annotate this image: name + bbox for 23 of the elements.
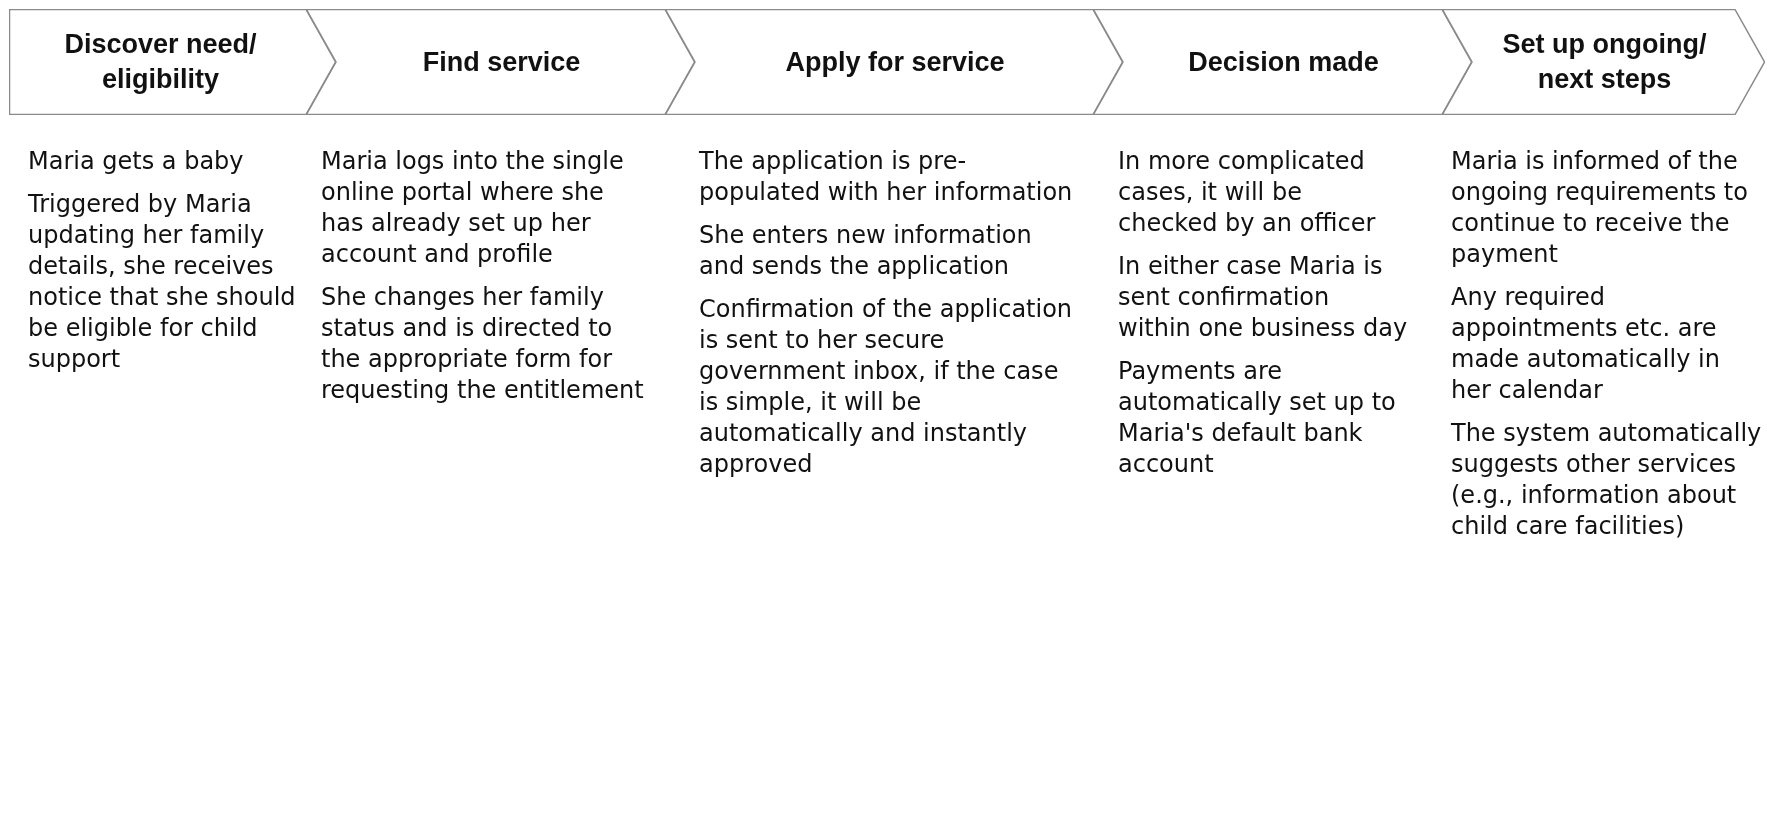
step-description: The system automatically suggests other services (e.g., information about child care facilities): [1451, 418, 1763, 542]
step-description: Any required appointments etc. are made automatically in her calendar: [1451, 282, 1721, 406]
chevron-step: [9, 9, 336, 115]
step-description: Payments are automatically set up to Maria's default bank account: [1118, 356, 1397, 480]
step-description: Triggered by Maria updating her family details, she receives notice that she should be eligible for child support: [28, 189, 297, 375]
chevron-step: [1093, 9, 1472, 115]
step-heading: Apply for service: [785, 45, 1005, 79]
step-description: In more complicated cases, it will be checked by an officer: [1118, 146, 1377, 239]
chevron-step: [306, 9, 695, 115]
step-description: Maria gets a baby: [28, 146, 245, 177]
chevron-step: [665, 9, 1123, 115]
step-heading: Discover need/ eligibility: [63, 28, 258, 96]
step-heading: Set up ongoing/ next steps: [1501, 28, 1708, 96]
step-description: She changes her family status and is directed to the appropriate form for requesting the entitlement: [321, 282, 645, 406]
step-description: In either case Maria is sent confirmation within one business day: [1118, 251, 1408, 344]
chevron-step: [1442, 9, 1765, 115]
step-description: She enters new information and sends the application: [699, 220, 1033, 282]
step-description: Maria is informed of the ongoing requirements to continue to receive the payment: [1451, 146, 1749, 270]
step-description: Confirmation of the application is sent to her secure government inbox, if the case is simple, it will be automatically and instantly approved: [699, 294, 1074, 480]
step-description: Maria logs into the single online portal where she has already set up her account and profile: [321, 146, 625, 270]
step-heading: Find service: [422, 45, 581, 79]
step-description: The application is pre-populated with her information: [699, 146, 1074, 208]
step-heading: Decision made: [1188, 45, 1379, 79]
